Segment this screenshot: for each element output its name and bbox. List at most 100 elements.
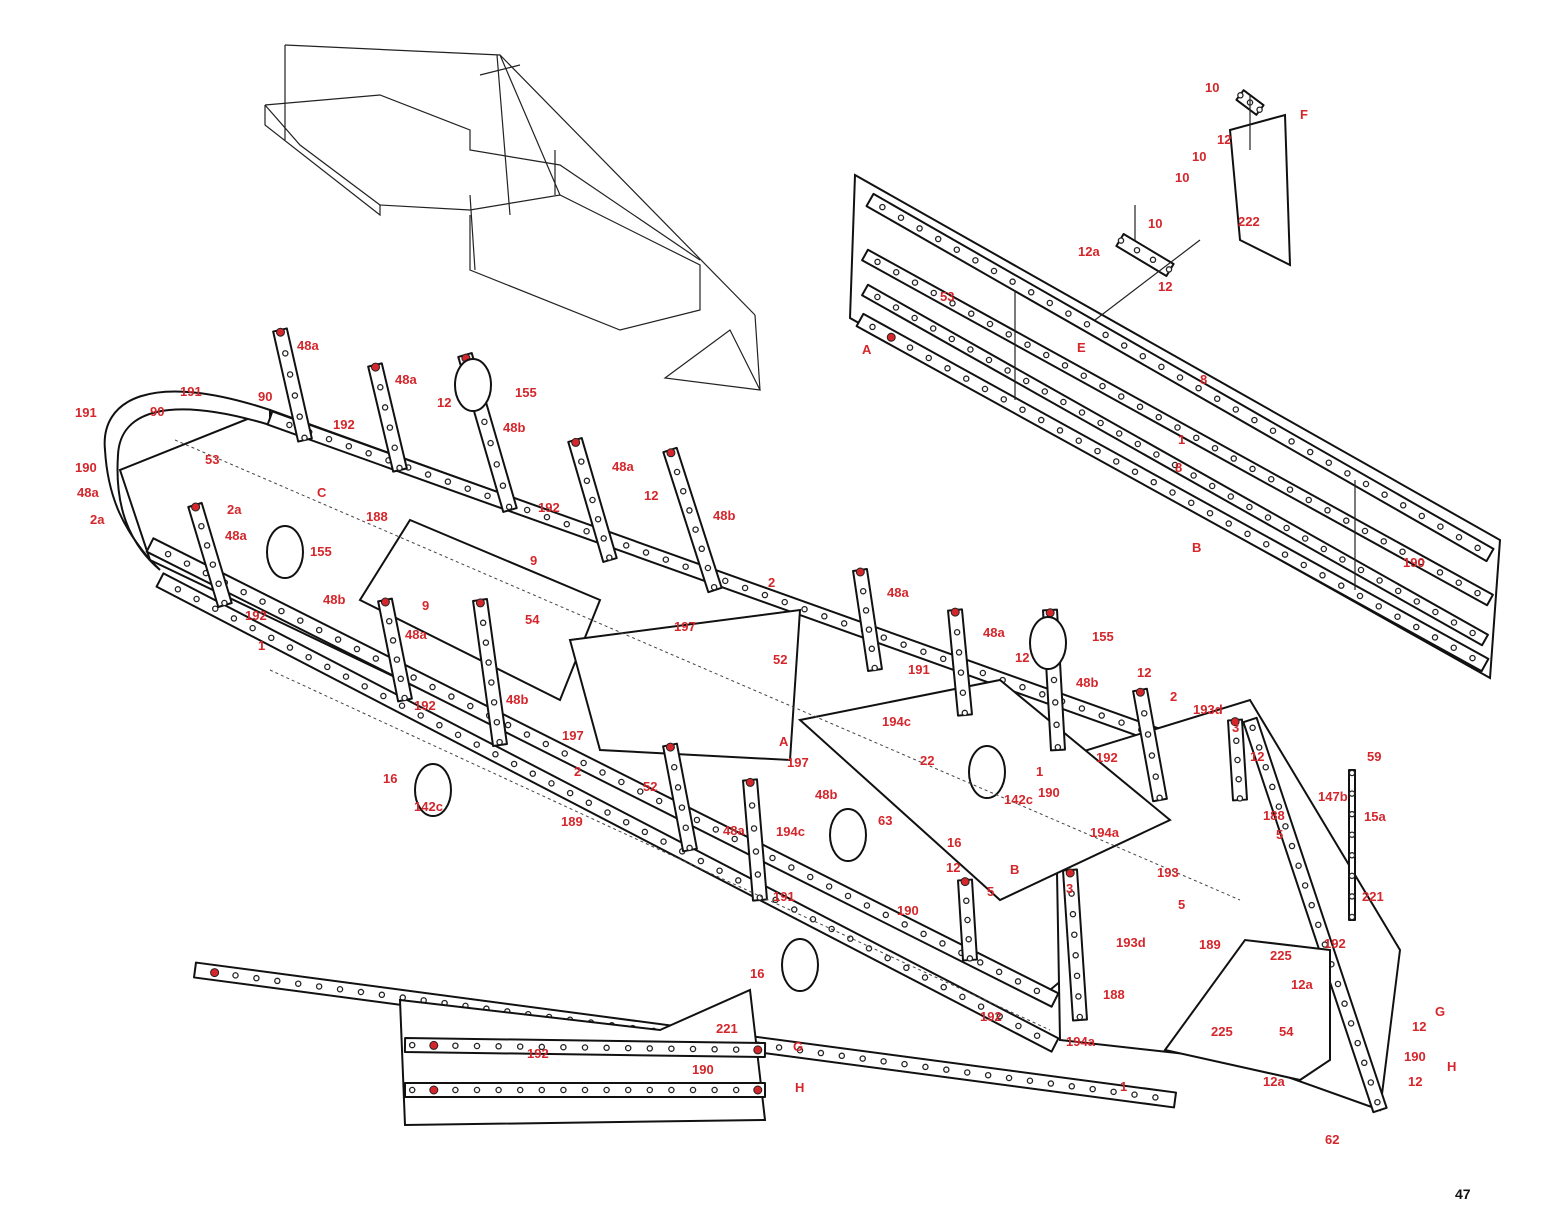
hole	[1115, 430, 1123, 437]
upright-strip	[187, 501, 233, 609]
hole	[1152, 773, 1160, 780]
hole	[960, 877, 970, 887]
hole	[753, 1085, 763, 1095]
hole	[600, 535, 607, 542]
part-label-191: 191	[773, 889, 795, 904]
hole	[622, 542, 630, 549]
hole	[1080, 372, 1088, 379]
bow-curve-191	[103, 390, 271, 571]
part-label-190: 190	[897, 903, 919, 918]
hole	[788, 864, 795, 871]
hole	[1033, 1032, 1041, 1039]
hole	[807, 873, 814, 881]
hole	[401, 694, 408, 702]
part-label-1: 1	[1178, 432, 1185, 447]
hole	[1174, 424, 1181, 431]
hole	[1348, 852, 1356, 859]
hole	[934, 235, 942, 243]
hole	[278, 607, 285, 615]
part-label-12: 12	[1408, 1074, 1422, 1089]
part-label-1: 1	[1120, 1079, 1127, 1094]
hole	[996, 1013, 1003, 1020]
hole	[1069, 910, 1077, 918]
hole	[921, 974, 929, 981]
hole	[1169, 489, 1176, 496]
hole	[1052, 699, 1059, 706]
hole	[1004, 367, 1011, 374]
part-label-12: 12	[1250, 749, 1264, 764]
hole	[668, 1086, 675, 1094]
part-label-48a: 48a	[225, 528, 247, 543]
hole	[666, 448, 676, 458]
part-label-190: 190	[75, 460, 97, 475]
hole	[1230, 455, 1238, 462]
hole	[1249, 724, 1256, 732]
hole	[662, 556, 670, 563]
part-label-48b: 48b	[503, 420, 525, 435]
hole	[1131, 468, 1139, 476]
part-label-193d: 193d	[1193, 702, 1223, 717]
hole	[345, 442, 353, 450]
hole	[361, 683, 368, 690]
hole	[1348, 913, 1356, 921]
hole	[1339, 556, 1346, 563]
hole	[1264, 514, 1272, 521]
hole	[893, 268, 900, 276]
hole	[561, 750, 568, 757]
hole	[939, 940, 946, 947]
triangle-plate-222	[1228, 113, 1292, 267]
hole	[761, 591, 769, 599]
hole	[930, 289, 938, 297]
part-label-221: 221	[716, 1021, 738, 1036]
hole	[641, 828, 649, 836]
hole	[221, 599, 228, 607]
hole	[336, 985, 344, 993]
hole	[291, 392, 299, 399]
part-label-48b: 48b	[815, 787, 837, 802]
hole	[882, 911, 890, 919]
hole	[796, 1047, 804, 1054]
hole	[1150, 478, 1158, 486]
part-label-12a: 12a	[1291, 977, 1313, 992]
part-label-48b: 48b	[506, 692, 528, 707]
hole	[940, 983, 947, 991]
hole	[1249, 465, 1256, 473]
hole	[886, 332, 896, 342]
hole	[922, 1063, 929, 1071]
part-label-12: 12	[1137, 665, 1151, 680]
gear-16	[781, 938, 819, 992]
part-label-190: 190	[1404, 1049, 1426, 1064]
hole	[1089, 1085, 1096, 1093]
part-label-2a: 2a	[227, 502, 242, 517]
hole	[750, 825, 758, 832]
hole	[496, 738, 503, 746]
hole	[674, 784, 682, 791]
part-label-197: 197	[674, 619, 696, 634]
hole	[1455, 579, 1463, 587]
hole	[259, 598, 266, 605]
hole	[485, 659, 492, 666]
upright-strip	[1227, 717, 1248, 802]
strip-1	[861, 248, 1494, 607]
hole	[301, 434, 308, 442]
hole	[859, 1055, 866, 1062]
hole	[516, 1086, 524, 1094]
hole	[1348, 790, 1356, 797]
hole	[624, 1044, 632, 1052]
part-label-H: H	[795, 1080, 804, 1095]
hole	[1374, 1098, 1381, 1106]
hole	[276, 327, 285, 337]
hole	[692, 526, 699, 533]
hole	[948, 335, 956, 343]
hole	[493, 718, 501, 726]
part-label-12: 12	[644, 488, 658, 503]
hole	[583, 528, 590, 535]
hole	[862, 607, 870, 614]
part-label-197: 197	[787, 755, 809, 770]
part-label-5: 5	[1178, 897, 1185, 912]
hole	[1140, 710, 1148, 717]
hole	[429, 683, 436, 691]
hole	[1348, 872, 1356, 880]
hole	[203, 542, 211, 549]
hole	[844, 892, 852, 900]
